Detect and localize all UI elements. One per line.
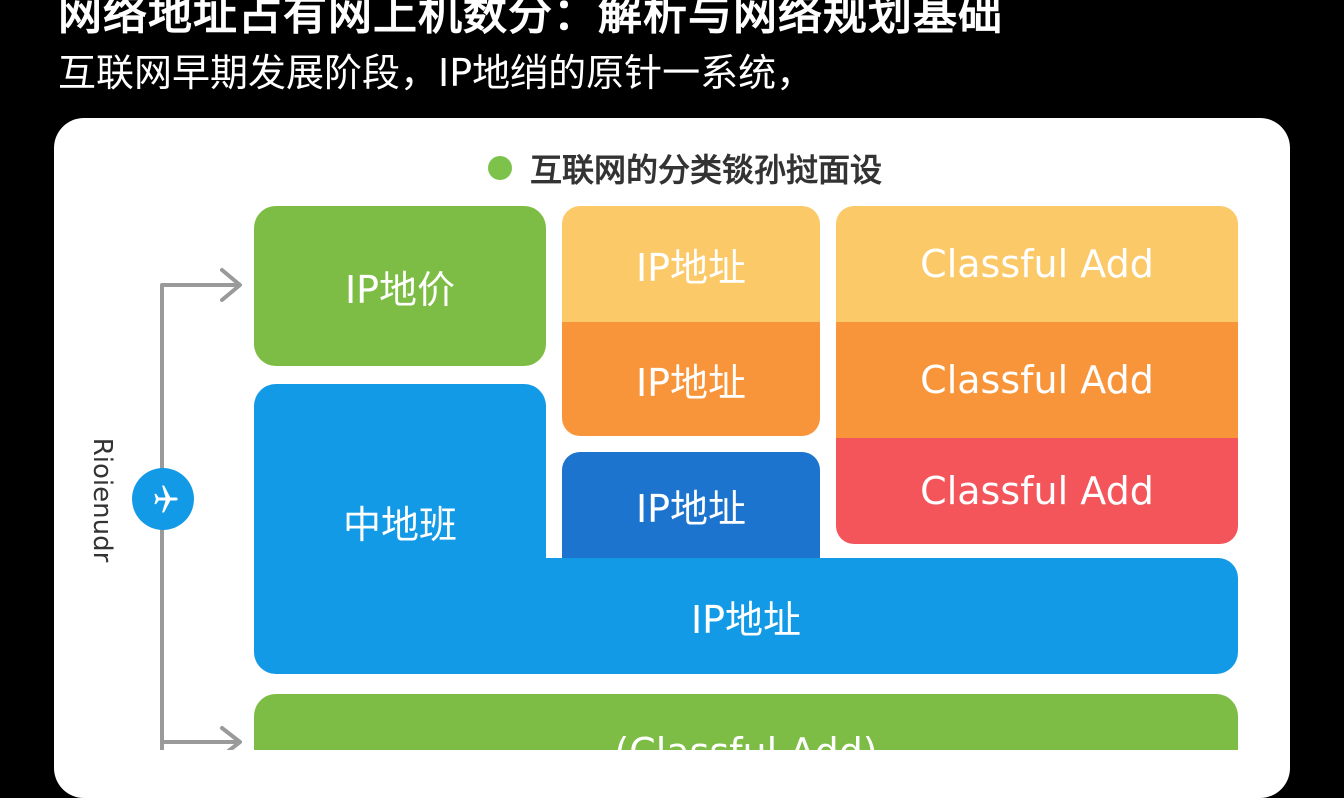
page-subtitle: 互联网早期发展阶段，IP地绡的原针一系统， (58, 51, 815, 95)
block-col3-row2-label: Classful Add (920, 358, 1154, 402)
legend-label: 互联网的分类锬孙挝面设 (530, 151, 883, 189)
block-col3-row3: Classful Add (836, 438, 1238, 544)
airplane-icon (154, 485, 178, 513)
block-wide-blue-label: IP地址 (690, 597, 802, 642)
block-col3-row3-label: Classful Add (920, 469, 1154, 513)
block-col3-row1: Classful Add (836, 206, 1238, 322)
block-col2-row3: IP地址 (562, 452, 820, 558)
block-col3-row1-label: Classful Add (920, 242, 1154, 286)
side-label: Rioienudr (87, 437, 117, 563)
block-wide-blue: IP地址 (254, 558, 1238, 674)
block-col2-row3-label: IP地址 (635, 486, 747, 531)
block-bottom: (Classful Add) (254, 694, 1238, 750)
block-middle-left-label: 中地班 (342, 503, 457, 547)
block-bottom-label: (Classful Add) (614, 730, 877, 750)
block-col2-row1-label: IP地址 (635, 245, 747, 290)
legend: 互联网的分类锬孙挝面设 (488, 148, 883, 189)
block-col3-row2: Classful Add (836, 322, 1238, 438)
block-top-left: IP地价 (254, 206, 546, 366)
block-middle-left: 中地班 (254, 384, 546, 584)
page-title: 网络地址占有网上机数分：解析与网络规划基础 (58, 0, 1003, 40)
block-col2-row1: IP地址 (562, 206, 820, 322)
block-col2-row2-label: IP地址 (635, 360, 747, 405)
legend-dot (488, 156, 512, 180)
airplane-button[interactable] (132, 468, 194, 530)
block-top-left-label: IP地价 (344, 267, 456, 312)
block-col2-row2: IP地址 (562, 322, 820, 436)
